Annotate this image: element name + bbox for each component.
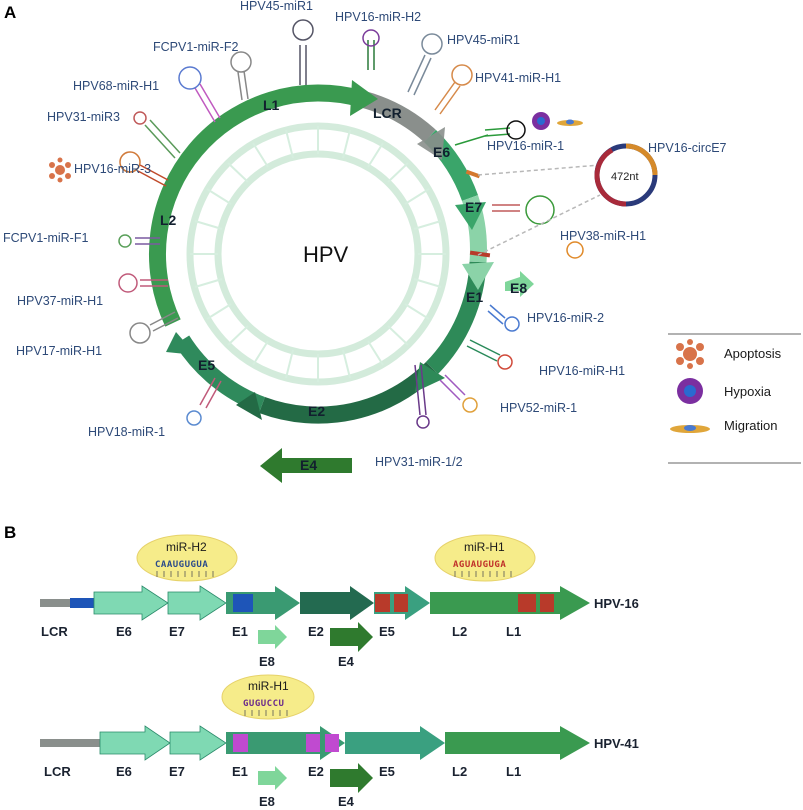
hairpins: [118, 19, 584, 429]
svg-text:HPV37-miR-H1: HPV37-miR-H1: [17, 294, 103, 308]
svg-text:HPV52-miR-1: HPV52-miR-1: [500, 401, 577, 415]
svg-text:HPV38-miR-H1: HPV38-miR-H1: [560, 229, 646, 243]
svg-text:HPV45-miR1: HPV45-miR1: [240, 0, 313, 13]
ring-e7: [461, 195, 487, 263]
hpv16-e8: E8: [259, 654, 275, 669]
hpv16-e6: E6: [116, 624, 132, 639]
ring-e5: [174, 335, 266, 413]
apoptosis-icon: [676, 339, 704, 369]
svg-text:HPV16-miR-3: HPV16-miR-3: [74, 162, 151, 176]
svg-text:HPV16-miR-1: HPV16-miR-1: [487, 139, 564, 153]
ring-arrowheads: [166, 80, 494, 420]
svg-text:HPV18-miR-1: HPV18-miR-1: [88, 425, 165, 439]
apoptosis-icon-small: [49, 157, 71, 183]
hpv16-l2: L2: [452, 624, 467, 639]
hpv41-e4-arrow: [330, 763, 373, 793]
svg-text:FCPV1-miR-F2: FCPV1-miR-F2: [153, 40, 238, 54]
hpv41-l2: L2: [452, 764, 467, 779]
svg-text:HPV16-circE7: HPV16-circE7: [648, 141, 727, 155]
hpv41-e2: E2: [308, 764, 324, 779]
hpv41-e5: E5: [379, 764, 395, 779]
hpv16-e4-arrow: [330, 622, 373, 652]
ring-l1: [148, 84, 365, 327]
svg-text:AGUAUGUGA: AGUAUGUGA: [453, 560, 506, 570]
legend-apoptosis: Apoptosis: [724, 346, 782, 361]
panel-b-label: B: [4, 523, 16, 542]
hpv16-mir-h2: miR-H2 CAAUGUGUA: [136, 534, 238, 582]
hpv41-genome: [40, 725, 590, 761]
hpv16-lcr: LCR: [41, 624, 68, 639]
svg-text:HPV16-miR-2: HPV16-miR-2: [527, 311, 604, 325]
hpv16-e2: E2: [308, 624, 324, 639]
svg-text:E7: E7: [465, 199, 482, 215]
svg-text:HPV68-miR-H1: HPV68-miR-H1: [73, 79, 159, 93]
ring-e2: [259, 361, 439, 424]
hpv16-l1: L1: [506, 624, 521, 639]
hpv16-name: HPV-16: [594, 596, 639, 611]
legend-migration: Migration: [724, 418, 777, 433]
hpv41-e7: E7: [169, 764, 185, 779]
migration-icon: [670, 425, 710, 433]
legend-hypoxia: Hypoxia: [724, 384, 772, 399]
svg-text:miR-H1: miR-H1: [248, 679, 289, 693]
ring-gene-labels: L1 LCR E6 E7 E1 E8 E2 E4 E5 L2: [160, 97, 527, 473]
legend: Apoptosis Hypoxia Migration: [668, 333, 801, 464]
svg-text:LCR: LCR: [373, 105, 402, 121]
e8-arrow: [505, 271, 534, 297]
hpv41-lcr: LCR: [44, 764, 71, 779]
migration-icon-small: [557, 119, 583, 126]
hpv41-e4: E4: [338, 794, 355, 809]
svg-text:E4: E4: [300, 457, 317, 473]
svg-text:CAAUGUGUA: CAAUGUGUA: [155, 560, 208, 570]
hpv41-l1: L1: [506, 764, 521, 779]
svg-text:miR-H2: miR-H2: [166, 540, 207, 554]
circe7-length: 472nt: [611, 171, 639, 183]
hpv41-e1: E1: [232, 764, 248, 779]
hpv41-e6: E6: [116, 764, 132, 779]
svg-text:HPV31-miR-1/2: HPV31-miR-1/2: [375, 455, 463, 469]
svg-text:E1: E1: [466, 289, 483, 305]
dna-helix-rungs: [190, 126, 446, 382]
hpv16-e1: E1: [232, 624, 248, 639]
svg-text:E6: E6: [433, 144, 450, 160]
svg-text:L1: L1: [263, 97, 280, 113]
hpv41-name: HPV-41: [594, 736, 639, 751]
mir1-connector: [454, 134, 489, 146]
e4-arrow: [260, 448, 352, 483]
hpv16-e5: E5: [379, 624, 395, 639]
svg-text:HPV45-miR1: HPV45-miR1: [447, 33, 520, 47]
hpv16-e4: E4: [338, 654, 355, 669]
svg-text:E8: E8: [510, 280, 527, 296]
svg-text:HPV16-miR-H2: HPV16-miR-H2: [335, 10, 421, 24]
svg-text:HPV31-miR3: HPV31-miR3: [47, 110, 120, 124]
svg-text:E5: E5: [198, 357, 215, 373]
mirna-labels: HPV45-miR1 HPV16-miR-H2 HPV45-miR1 FCPV1…: [3, 0, 727, 469]
hpv16-e7: E7: [169, 624, 185, 639]
ring-mark-orange: [465, 169, 481, 179]
hpv41-mir-h1: miR-H1 GUGUCCU: [221, 674, 315, 720]
svg-text:miR-H1: miR-H1: [464, 540, 505, 554]
hpv16-e8-arrow: [258, 625, 287, 649]
svg-text:HPV16-miR-H1: HPV16-miR-H1: [539, 364, 625, 378]
svg-text:GUGUCCU: GUGUCCU: [243, 699, 284, 709]
hypoxia-icon: [677, 378, 703, 404]
hpv16-genome: [40, 585, 590, 621]
svg-text:E2: E2: [308, 403, 325, 419]
hpv41-e8-arrow: [258, 766, 287, 790]
hpv41-e8: E8: [259, 794, 275, 809]
svg-text:HPV41-miR-H1: HPV41-miR-H1: [475, 71, 561, 85]
svg-text:FCPV1-miR-F1: FCPV1-miR-F1: [3, 231, 88, 245]
hpv16-mir-h1: miR-H1 AGUAUGUGA: [434, 534, 536, 582]
panel-a-label: A: [4, 3, 16, 22]
svg-text:L2: L2: [160, 212, 177, 228]
circe7-ring: [477, 143, 658, 256]
svg-text:HPV17-miR-H1: HPV17-miR-H1: [16, 344, 102, 358]
hypoxia-icon-small: [532, 112, 550, 130]
center-label: HPV: [303, 242, 349, 267]
